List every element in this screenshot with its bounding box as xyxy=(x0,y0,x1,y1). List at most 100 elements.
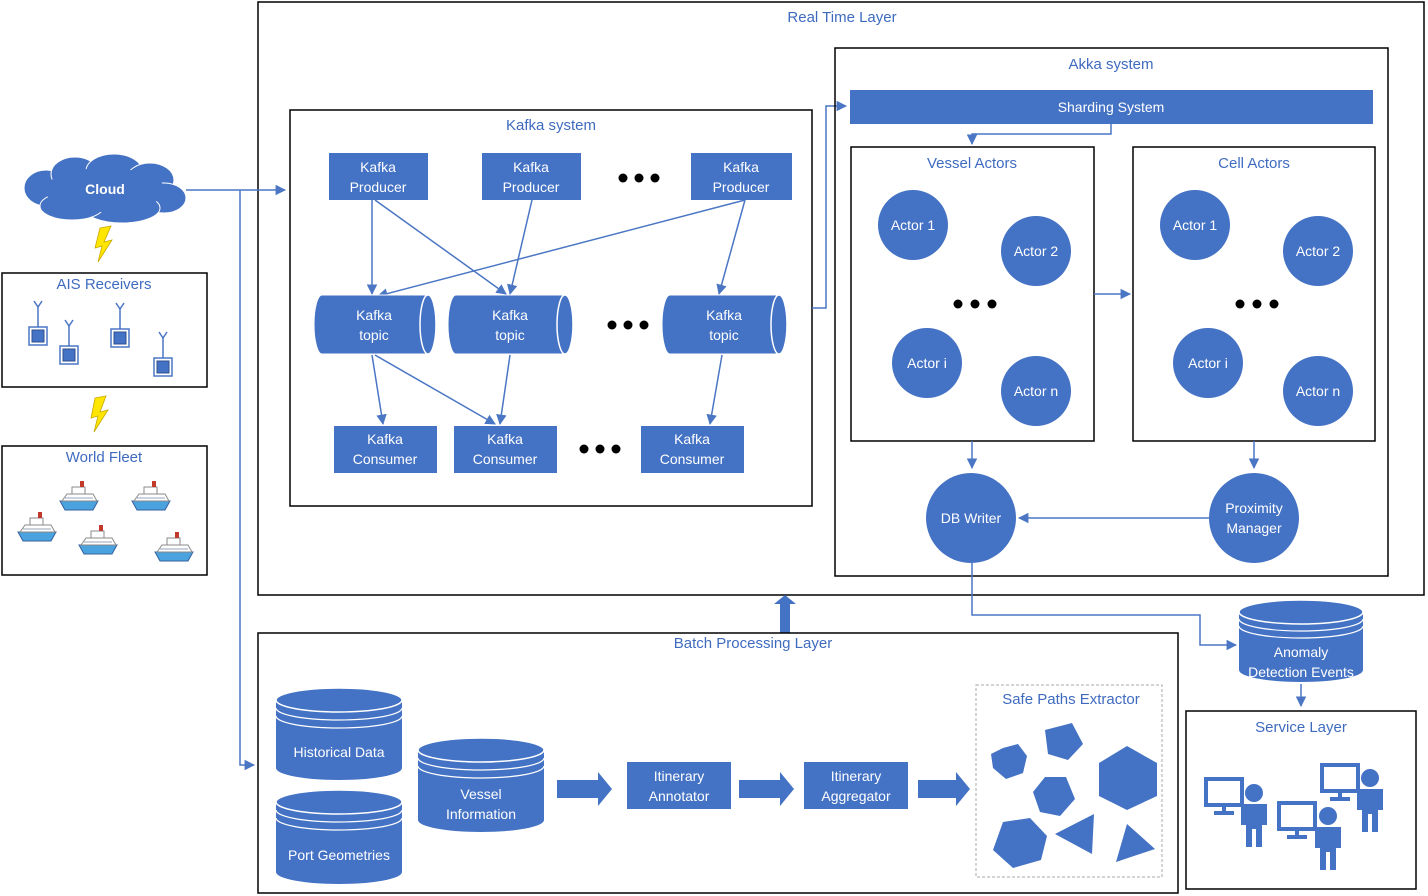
kafka-producer: Kafka Producer xyxy=(482,153,581,200)
ais-receivers-title: AIS Receivers xyxy=(56,276,151,293)
ais-receivers: AIS Receivers xyxy=(1,272,208,388)
svg-text:Kafka: Kafka xyxy=(360,159,396,175)
kafka-consumer: Kafka Consumer xyxy=(641,426,744,473)
polygon-icon xyxy=(1055,814,1094,854)
svg-text:Proximity: Proximity xyxy=(1225,500,1283,516)
world-fleet: World Fleet xyxy=(1,445,208,576)
svg-text:Vessel: Vessel xyxy=(460,786,501,802)
anomaly-detection-events: Anomaly Detection Events xyxy=(1238,599,1364,682)
actor-node: Actor n xyxy=(1283,356,1353,426)
svg-text:Consumer: Consumer xyxy=(473,451,538,467)
svg-text:Detection Events: Detection Events xyxy=(1248,664,1354,680)
svg-text:Kafka: Kafka xyxy=(723,159,759,175)
kafka-producer: Kafka Producer xyxy=(329,153,428,200)
svg-text:Kafka: Kafka xyxy=(367,431,403,447)
itinerary-aggregator: Itinerary Aggregator xyxy=(804,762,908,809)
ellipsis-icon xyxy=(1235,299,1279,309)
kafka-producer: Kafka Producer xyxy=(691,153,792,200)
ship-icon xyxy=(78,524,118,555)
polygon-icon xyxy=(1033,777,1075,816)
svg-text:Kafka: Kafka xyxy=(706,307,742,323)
cloud-icon xyxy=(23,153,187,224)
person-icon xyxy=(1241,784,1267,847)
actor-node: Actor i xyxy=(1173,328,1243,398)
antenna-icon xyxy=(153,331,173,377)
svg-text:Consumer: Consumer xyxy=(660,451,725,467)
svg-text:Historical Data: Historical Data xyxy=(293,744,384,760)
batch-to-realtime-arrow xyxy=(774,595,796,633)
svg-text:Information: Information xyxy=(446,806,516,822)
ellipsis-icon xyxy=(579,444,621,454)
kafka-system-title: Kafka system xyxy=(506,117,596,134)
person-icon xyxy=(1315,807,1341,870)
kafka-topic: Kafka topic xyxy=(447,294,574,355)
sharding-system xyxy=(850,90,1373,124)
svg-text:Producer: Producer xyxy=(503,179,560,195)
ellipsis-icon xyxy=(953,299,997,309)
svg-text:topic: topic xyxy=(495,327,525,343)
ellipsis-icon xyxy=(618,173,660,183)
svg-text:Aggregator: Aggregator xyxy=(821,788,891,804)
service-layer-title: Service Layer xyxy=(1255,719,1347,736)
service-layer: Service Layer xyxy=(1185,710,1417,890)
svg-text:Kafka: Kafka xyxy=(513,159,549,175)
svg-text:Anomaly: Anomaly xyxy=(1274,644,1328,660)
svg-text:Actor i: Actor i xyxy=(907,355,947,371)
kafka-topic: Kafka topic xyxy=(661,294,788,355)
lightning-bolt-icon xyxy=(90,395,109,433)
svg-text:Actor n: Actor n xyxy=(1014,383,1058,399)
akka-system: Akka system Sharding System Vessel Actor… xyxy=(834,47,1389,577)
safe-paths-extractor: Safe Paths Extractor xyxy=(975,684,1163,878)
cloud: Cloud xyxy=(23,153,187,224)
sharding-to-vessel-actors-connector xyxy=(966,124,1112,146)
ship-icon xyxy=(17,511,57,542)
svg-text:topic: topic xyxy=(359,327,389,343)
svg-text:Producer: Producer xyxy=(713,179,770,195)
svg-text:Itinerary: Itinerary xyxy=(654,768,705,784)
svg-text:Manager: Manager xyxy=(1226,520,1282,536)
svg-text:Producer: Producer xyxy=(350,179,407,195)
ellipsis-icon xyxy=(607,320,649,330)
svg-text:Actor 2: Actor 2 xyxy=(1296,243,1341,259)
historical-data-database: Historical Data xyxy=(275,687,403,780)
real-time-layer: Real Time Layer xyxy=(257,1,1425,596)
actor-node: Actor i xyxy=(892,328,962,398)
actor-node: Actor n xyxy=(1001,356,1071,426)
actor-node: Actor 2 xyxy=(1001,216,1071,286)
real-time-layer-title: Real Time Layer xyxy=(787,9,896,26)
computer-icon xyxy=(1204,777,1244,817)
cloud-to-batch-connector xyxy=(239,190,256,771)
svg-text:Actor 1: Actor 1 xyxy=(891,217,936,233)
polygon-icon xyxy=(1045,723,1083,760)
svg-text:Actor n: Actor n xyxy=(1296,383,1340,399)
actor-node: Actor 1 xyxy=(1160,190,1230,260)
svg-text:Itinerary: Itinerary xyxy=(831,768,882,784)
polygon-icon xyxy=(993,818,1047,868)
cell-actors-title: Cell Actors xyxy=(1218,155,1290,172)
svg-text:Annotator: Annotator xyxy=(649,788,710,804)
svg-text:Actor 2: Actor 2 xyxy=(1014,243,1059,259)
db-writer: DB Writer xyxy=(926,473,1016,563)
db-writer-to-anomaly-connector xyxy=(971,563,1238,651)
proximity-manager: Proximity Manager xyxy=(1209,473,1299,563)
sharding-system-label: Sharding System xyxy=(1058,99,1165,115)
actor-node: Actor 1 xyxy=(878,190,948,260)
svg-text:topic: topic xyxy=(709,327,739,343)
svg-text:Actor i: Actor i xyxy=(1188,355,1228,371)
polygon-icon xyxy=(1099,746,1157,810)
kafka-consumer: Kafka Consumer xyxy=(454,426,557,473)
kafka-to-sharding-connector xyxy=(812,100,848,309)
kafka-system: Kafka system Kafka Producer Kafka Produc… xyxy=(289,109,813,507)
polygon-icon xyxy=(991,744,1027,779)
safe-paths-extractor-title: Safe Paths Extractor xyxy=(1002,691,1140,708)
kafka-topic: Kafka topic xyxy=(313,294,437,355)
svg-text:Port Geometries: Port Geometries xyxy=(288,847,390,863)
computer-icon xyxy=(1277,801,1317,841)
kafka-producer-topic-links xyxy=(366,199,746,426)
vessel-actors: Vessel Actors Actor 1 Actor 2 Actor i Ac… xyxy=(850,146,1095,442)
cloud-label: Cloud xyxy=(85,181,125,197)
svg-text:DB Writer: DB Writer xyxy=(941,510,1002,526)
port-geometries-database: Port Geometries xyxy=(275,789,403,884)
ship-icon xyxy=(59,480,99,511)
